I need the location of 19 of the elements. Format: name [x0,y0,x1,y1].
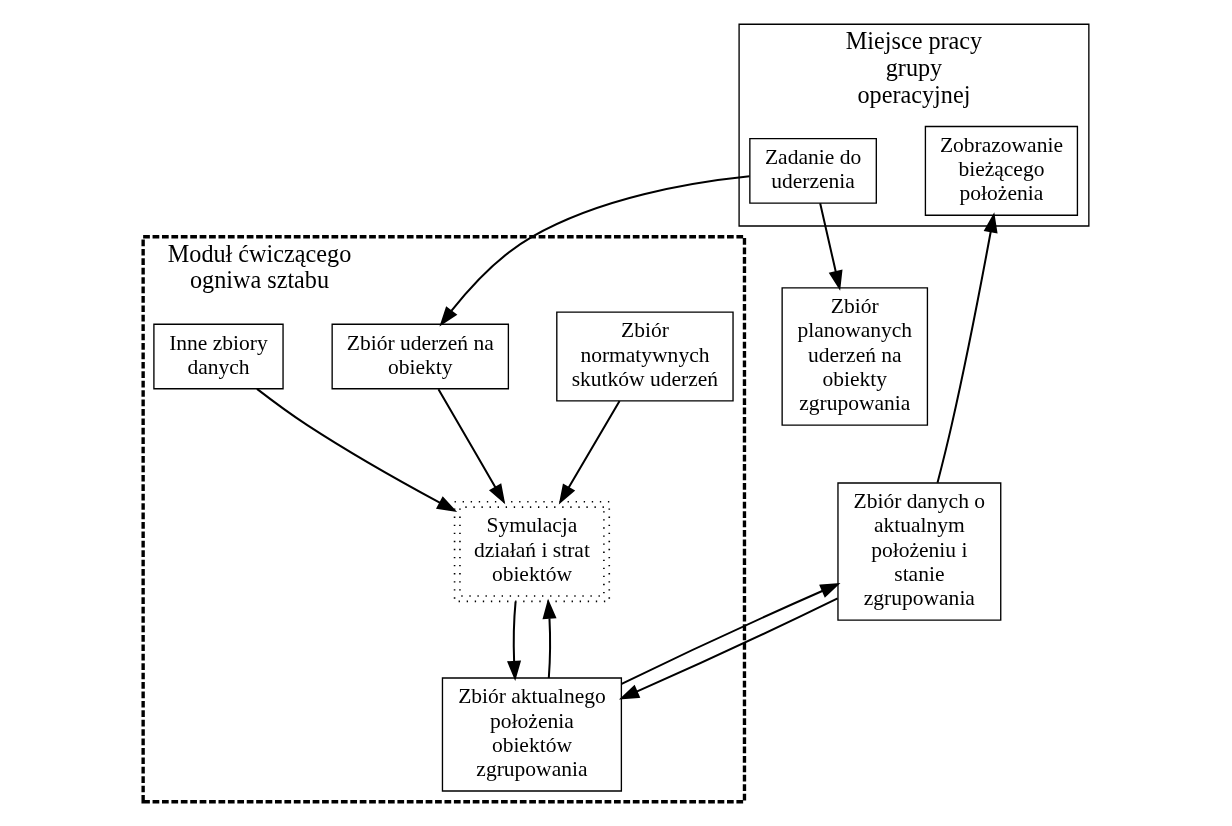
node-box: Zbiór normatywnych skutków uderzeń [556,311,734,402]
node-box: Zbiór danych o aktualnym położeniu i stanie zgrupowania [837,482,1002,621]
node-box: Zadanie do uderzenia [749,137,877,204]
node-box: Inne zbiory danych [153,323,284,390]
node-box: Zbiór planowanych uderzeń na obiekty zgrupowania [781,287,929,426]
arrow [618,597,839,700]
arrow [439,175,750,327]
arrow [256,388,458,512]
arrow [936,212,998,484]
arrow [558,400,621,505]
arrow [542,598,557,679]
arrow [507,601,522,682]
arrow [621,583,841,685]
node-box: Symulacja działań i strat obiektów [453,501,611,603]
node-box: Zbiór uderzeń na obiekty [331,323,510,390]
arrow [437,388,506,505]
arrow [819,203,843,291]
node-box: Zbiór aktualnego położenia obiektów zgrupowania [441,677,623,792]
node-box: Zobrazowanie bieżącego położenia [924,125,1079,216]
